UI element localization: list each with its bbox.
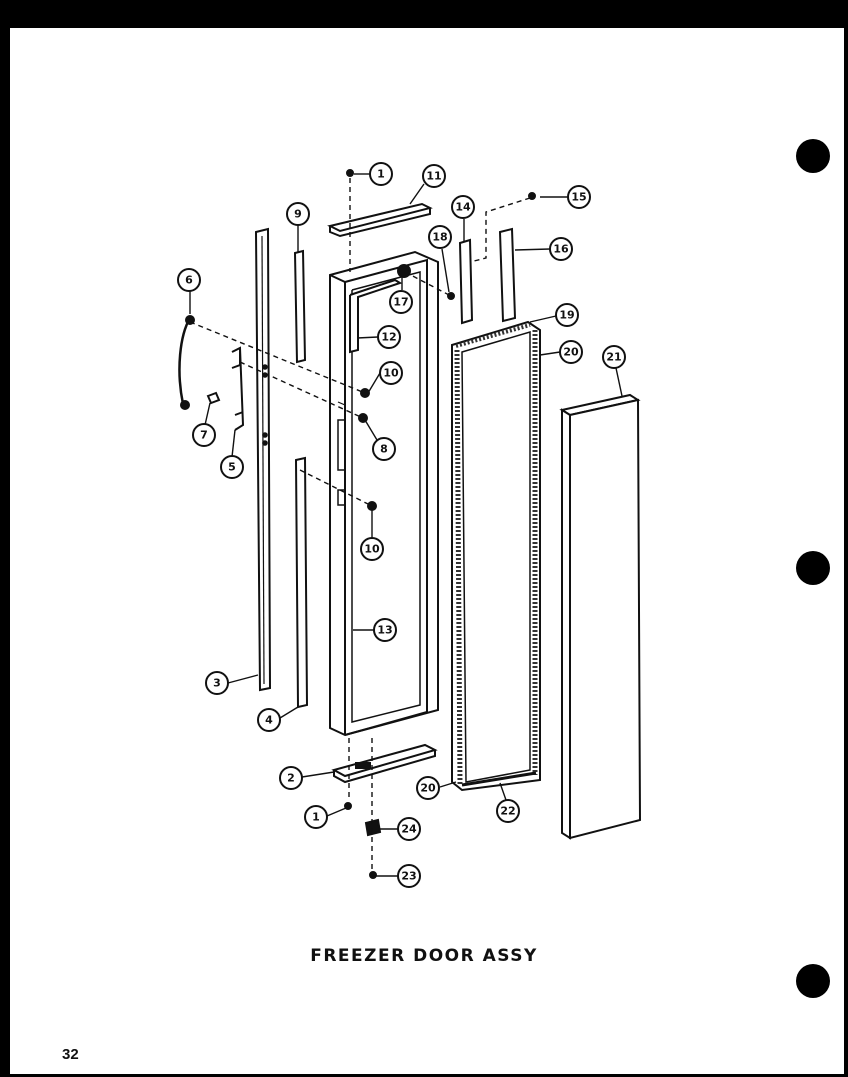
svg-text:19: 19	[559, 309, 574, 322]
callout-12	[377, 325, 401, 349]
svg-text:11: 11	[426, 170, 441, 183]
binder-hole-middle	[796, 551, 830, 585]
callout-20-bottom	[416, 776, 440, 800]
scan-border-left	[0, 0, 10, 1077]
callout-7	[192, 423, 216, 447]
callout-5	[220, 455, 244, 479]
callout-6	[177, 268, 201, 292]
svg-text:17: 17	[393, 296, 408, 309]
right-strip-part	[498, 227, 517, 323]
handle-wire-part	[178, 317, 192, 405]
door-frame-part	[329, 250, 439, 737]
svg-text:2: 2	[287, 772, 295, 785]
screw-17-part	[397, 264, 411, 278]
scan-border-top	[0, 0, 848, 28]
callout-leaders	[189, 173, 623, 877]
svg-text:16: 16	[553, 243, 569, 256]
door-gasket-part	[451, 320, 541, 792]
page-number: 32	[62, 1046, 79, 1063]
svg-text:6: 6	[185, 274, 193, 287]
upper-trim-strip-part	[293, 249, 307, 364]
screw-10a-part	[360, 388, 370, 398]
svg-text:3: 3	[213, 677, 221, 690]
callout-23	[397, 864, 421, 888]
top-strip-part	[327, 202, 433, 238]
vertical-bracket-part	[458, 238, 474, 325]
svg-text:13: 13	[377, 624, 392, 637]
hinge-pin-part	[369, 871, 377, 879]
assembly-dashed-lines	[189, 178, 531, 870]
callout-numbers: 1 11 15 14 9 18 16 6 17 12 19 20 21 10 7…	[185, 168, 621, 883]
svg-text:23: 23	[401, 870, 416, 883]
svg-text:7: 7	[200, 429, 208, 442]
callout-2	[279, 766, 303, 790]
svg-text:18: 18	[432, 231, 447, 244]
callout-20-top	[559, 340, 583, 364]
callout-22	[496, 799, 520, 823]
svg-text:10: 10	[364, 543, 380, 556]
svg-text:10: 10	[383, 367, 399, 380]
svg-text:15: 15	[571, 191, 586, 204]
callout-13	[373, 618, 397, 642]
callout-19	[555, 303, 579, 327]
svg-text:24: 24	[401, 823, 417, 836]
svg-text:20: 20	[563, 346, 579, 359]
callout-1-top	[369, 162, 393, 186]
svg-text:20: 20	[420, 782, 436, 795]
stop-block-part	[364, 818, 382, 837]
svg-text:9: 9	[294, 208, 302, 221]
scan-border-right	[844, 0, 848, 1077]
binder-hole-bottom	[796, 964, 830, 998]
callout-24	[397, 817, 421, 841]
callout-1-bottom	[304, 805, 328, 829]
scan-border-bottom	[0, 1074, 848, 1077]
callout-21	[602, 345, 626, 369]
svg-text:21: 21	[606, 351, 621, 364]
svg-text:14: 14	[455, 201, 471, 214]
bottom-screw-part	[344, 802, 352, 810]
svg-text:1: 1	[312, 811, 320, 824]
callout-18	[428, 225, 452, 249]
svg-text:1: 1	[377, 168, 385, 181]
svg-text:8: 8	[380, 443, 388, 456]
long-hinge-strip-part	[254, 227, 272, 692]
callout-9	[286, 202, 310, 226]
callout-4	[257, 708, 281, 732]
hinge-bracket-part	[231, 346, 245, 431]
callout-10-top	[379, 361, 403, 385]
svg-text:22: 22	[500, 805, 515, 818]
callout-17	[389, 290, 413, 314]
clip-part	[206, 391, 221, 405]
callout-3	[205, 671, 229, 695]
callout-14	[451, 195, 475, 219]
top-screw-part	[346, 169, 354, 177]
callout-11	[422, 164, 446, 188]
lower-trim-strip-part	[294, 456, 309, 709]
screw-15-part	[528, 192, 536, 200]
callout-16	[549, 237, 573, 261]
callout-8	[372, 437, 396, 461]
callout-15	[567, 185, 591, 209]
binder-hole-top	[796, 139, 830, 173]
svg-text:4: 4	[265, 714, 273, 727]
callout-bubbles	[177, 162, 626, 888]
callout-10-bottom	[360, 537, 384, 561]
svg-text:12: 12	[381, 331, 396, 344]
svg-text:5: 5	[228, 461, 236, 474]
bottom-bracket-part	[331, 743, 438, 784]
diagram-title: FREEZER DOOR ASSY	[310, 946, 538, 966]
screw-18-part	[447, 292, 455, 300]
outer-door-panel-part	[559, 393, 642, 840]
